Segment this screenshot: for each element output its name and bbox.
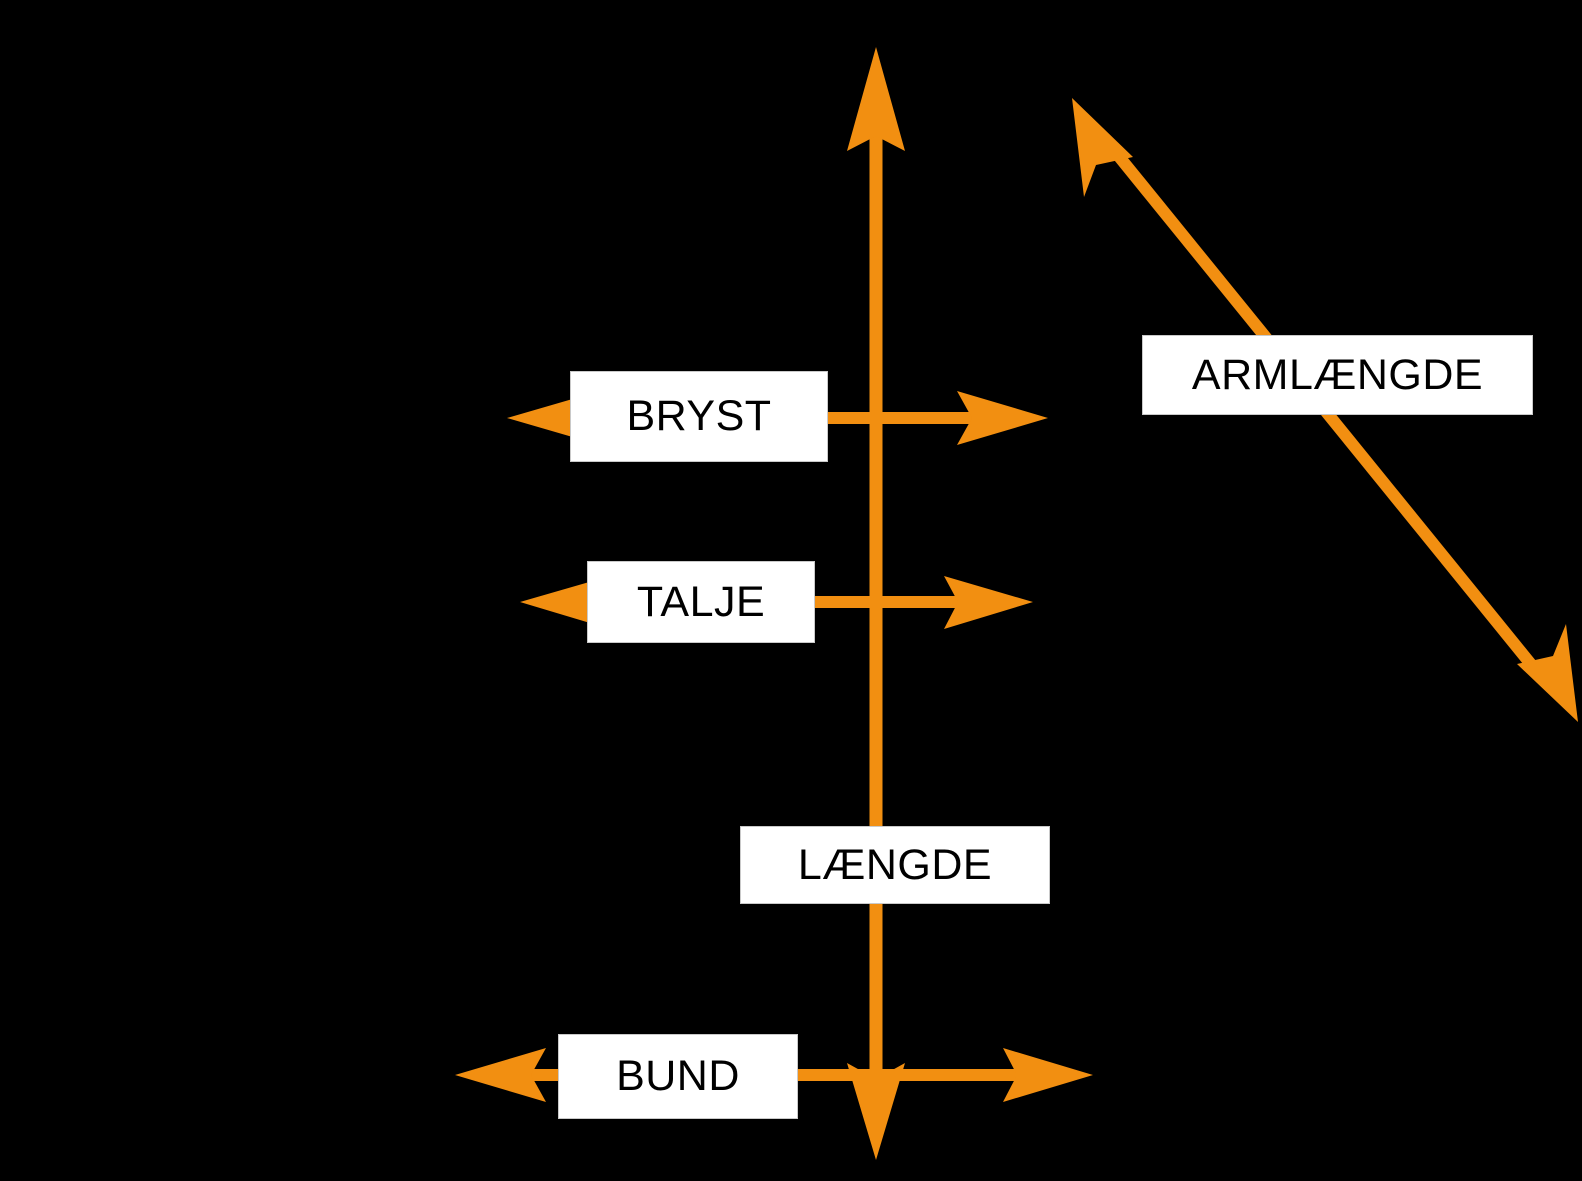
measurement-label-bryst-text: BRYST [626,392,772,440]
armlaengde-arrow-head-lower [1517,624,1578,722]
laengde-arrow-head-up [847,47,905,151]
laengde-arrow-head-down [847,1063,905,1160]
talje-arrow-head-right [944,576,1033,629]
measurement-label-armlaengde: ARMLÆNGDE [1142,335,1533,415]
measurement-label-bund-text: BUND [616,1052,740,1100]
measurement-label-bryst: BRYST [570,371,828,462]
bryst-arrow-head-right [957,391,1048,445]
measurement-label-bund: BUND [558,1034,798,1119]
bund-arrow-head-right [1003,1048,1093,1102]
measurement-label-laengde-text: LÆNGDE [797,840,993,889]
armlaengde-arrow-head-upper [1072,98,1133,197]
measurement-label-talje: TALJE [587,561,815,643]
measurement-label-talje-text: TALJE [636,577,766,626]
measurement-label-laengde: LÆNGDE [740,826,1050,904]
measurement-label-armlaengde-text: ARMLÆNGDE [1191,350,1484,399]
bund-arrow-head-left [455,1048,546,1102]
